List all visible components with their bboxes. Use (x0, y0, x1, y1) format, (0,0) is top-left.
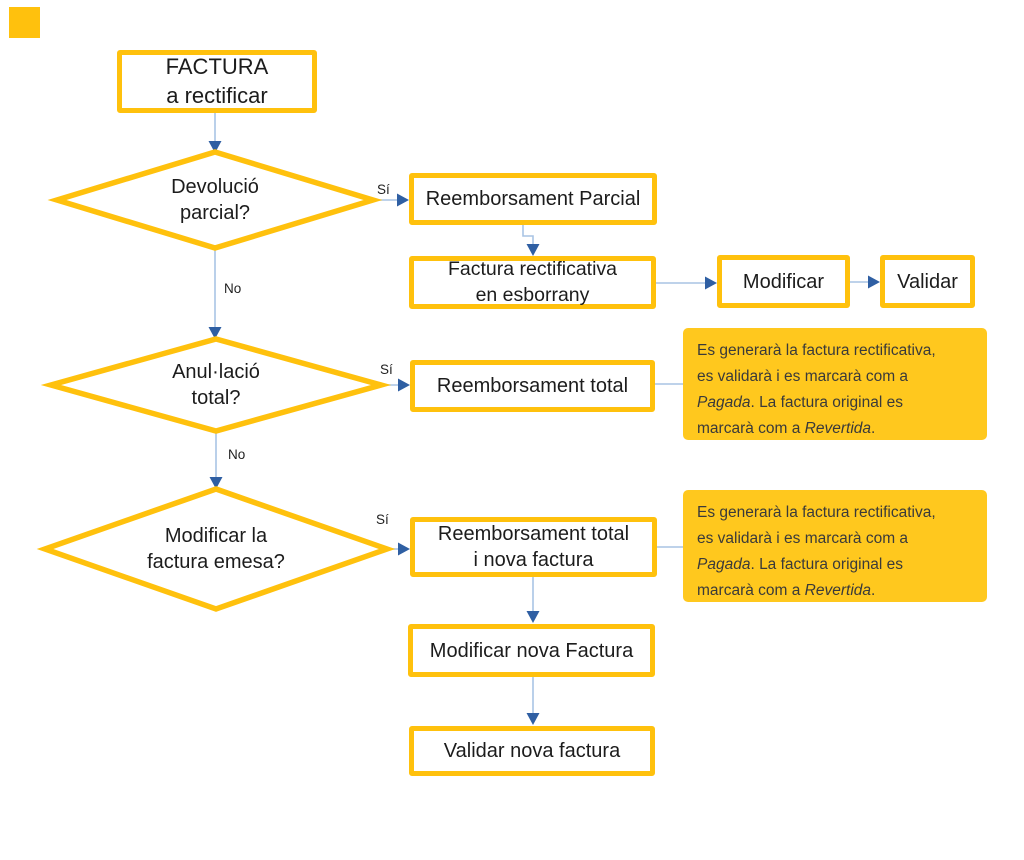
node-modificar: Modificar (717, 255, 850, 308)
node-validar: Validar (880, 255, 975, 308)
note-factura-rectificativa-2: Es generarà la factura rectificativa,es … (683, 490, 987, 602)
connector-parcial-to-esborrany (522, 225, 534, 245)
edge-label-no-2: No (228, 447, 246, 462)
node-reemborsament-total-i-nova: Reemborsament total i nova factura (410, 517, 657, 577)
decision-devolucio-label: Devolució parcial? (171, 176, 259, 224)
edge-label-si-1: Sí (377, 182, 390, 197)
note-factura-rectificativa-1: Es generarà la factura rectificativa,es … (683, 328, 987, 440)
decision-modificar-shape (36, 486, 396, 612)
decision-shapes (36, 149, 396, 612)
node-reemborsament-parcial: Reemborsament Parcial (409, 173, 657, 225)
edge-label-si-2: Sí (380, 362, 393, 377)
node-factura-a-rectificar: FACTURA a rectificar (117, 50, 317, 113)
arrow-down-icon (526, 713, 540, 725)
arrow-right-icon (705, 276, 717, 290)
arrow-down-icon (208, 327, 222, 339)
arrow-right-icon (397, 193, 409, 207)
node-modificar-nova-factura: Modificar nova Factura (408, 624, 655, 677)
arrowhead-icons (208, 141, 880, 725)
node-validar-nova-factura: Validar nova factura (409, 726, 655, 776)
decision-modificar-label: Modificar la factura emesa? (147, 525, 285, 573)
arrow-down-icon (209, 477, 223, 489)
decision-devolucio-shape (47, 149, 383, 251)
edge-label-no-1: No (224, 281, 242, 296)
arrow-down-icon (208, 141, 222, 153)
arrow-right-icon (398, 378, 410, 392)
arrow-down-icon (526, 244, 540, 256)
edge-label-si-3: Sí (376, 512, 389, 527)
corner-marker (9, 7, 40, 38)
arrow-down-icon (526, 611, 540, 623)
node-factura-rectificativa-esborrany: Factura rectificativa en esborrany (409, 256, 656, 309)
arrow-right-icon (398, 542, 410, 556)
arrow-right-icon (868, 275, 880, 289)
node-reemborsament-total: Reemborsament total (410, 360, 655, 412)
connector-lines (214, 113, 869, 714)
decision-anullacio-shape (40, 336, 392, 434)
decision-anullacio-label: Anul·lació total? (172, 361, 260, 409)
